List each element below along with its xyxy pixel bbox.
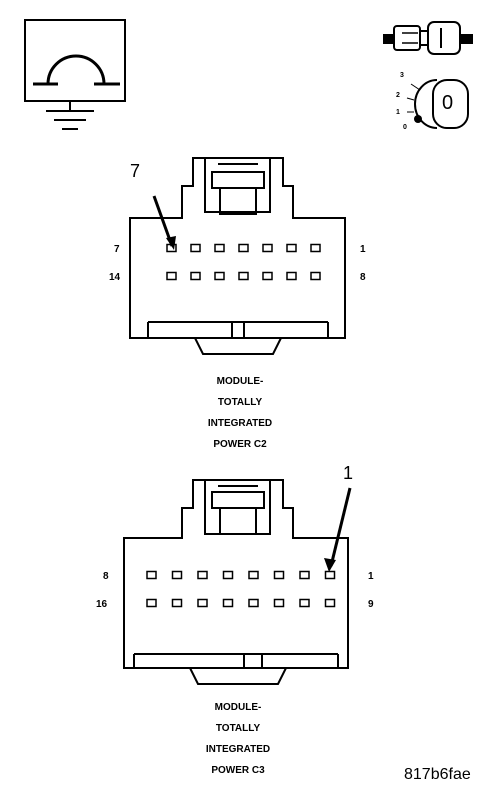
c2-caption-line-2: TOTALLY <box>217 397 263 408</box>
ignition-position-3: 3 <box>400 72 404 79</box>
c3-caption-line-3: INTEGRATED <box>205 744 271 755</box>
connector-c2-pins <box>166 243 321 281</box>
callout-arrowhead-c3 <box>324 558 336 572</box>
pin-cavity <box>273 598 285 608</box>
callout-arrowhead-c2 <box>166 236 176 250</box>
c2-caption-line-1: MODULE- <box>216 376 264 387</box>
callout-label-c3: 1 <box>343 463 354 483</box>
c2-top-left-pin-number: 7 <box>114 244 120 255</box>
pin-cavity <box>146 598 157 608</box>
ignition-position-2: 2 <box>396 92 400 99</box>
pin-cavity <box>310 243 321 253</box>
pin-cavity <box>222 570 234 580</box>
callout-pointer-c3 <box>329 487 352 567</box>
ignition-position-1: 1 <box>396 109 400 116</box>
pin-cavity <box>222 598 234 608</box>
pin-cavity <box>262 243 273 253</box>
pin-cavity <box>324 570 336 580</box>
c3-bottom-right-pin-number: 9 <box>368 599 374 610</box>
c3-top-right-pin-number: 1 <box>368 571 374 582</box>
pin-cavity <box>190 271 201 281</box>
inline-connector-icon <box>383 21 473 55</box>
connector-c3-body <box>123 479 349 685</box>
c3-caption-line-1: MODULE- <box>214 702 262 713</box>
ignition-position-0: 0 <box>403 124 407 131</box>
pin-cavity <box>299 598 310 608</box>
pin-cavity <box>248 598 259 608</box>
c3-bottom-left-pin-number: 16 <box>96 599 108 610</box>
pin-cavity <box>286 243 297 253</box>
pin-cavity <box>214 271 225 281</box>
pin-cavity <box>171 598 183 608</box>
figure-id: 817b6fae <box>404 766 471 783</box>
c3-top-left-pin-number: 8 <box>103 571 109 582</box>
pin-cavity <box>190 243 201 253</box>
c2-caption-line-3: INTEGRATED <box>207 418 273 429</box>
connector-c2-body <box>129 157 346 355</box>
ignition-switch-icon <box>406 79 469 129</box>
ground-symbol-icon <box>24 19 126 130</box>
connector-c3-pins <box>146 570 336 608</box>
c2-bottom-right-pin-number: 8 <box>360 272 366 283</box>
pin-cavity <box>197 570 208 580</box>
c3-caption-line-4: POWER C3 <box>211 765 265 776</box>
pin-cavity <box>166 271 177 281</box>
pin-cavity <box>262 271 273 281</box>
c2-top-right-pin-number: 1 <box>360 244 366 255</box>
pin-cavity <box>248 570 259 580</box>
c2-bottom-left-pin-number: 14 <box>109 272 121 283</box>
c3-caption-line-2: TOTALLY <box>215 723 261 734</box>
pin-cavity <box>197 598 208 608</box>
pin-cavity <box>286 271 297 281</box>
c3-caption: MODULE- TOTALLY INTEGRATED POWER C3 <box>168 697 308 781</box>
c2-caption-line-4: POWER C2 <box>213 439 267 450</box>
c2-caption: MODULE- TOTALLY INTEGRATED POWER C2 <box>170 371 310 455</box>
pin-cavity <box>146 570 157 580</box>
pin-cavity <box>171 570 183 580</box>
callout-label-c2: 7 <box>130 161 141 181</box>
pin-cavity <box>310 271 321 281</box>
pin-cavity <box>273 570 285 580</box>
ignition-key-label: 0 <box>442 92 454 114</box>
pin-cavity <box>299 570 310 580</box>
pin-cavity <box>238 271 249 281</box>
pin-cavity <box>214 243 225 253</box>
pin-cavity <box>238 243 249 253</box>
pin-cavity <box>324 598 336 608</box>
